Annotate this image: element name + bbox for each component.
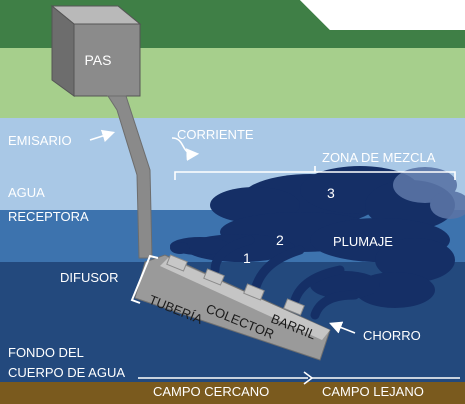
campo-cercano-label: CAMPO CERCANO	[153, 384, 269, 399]
receptora-label: RECEPTORA	[8, 209, 89, 224]
fondo-label: FONDO DEL	[8, 345, 84, 360]
chorro-label: CHORRO	[363, 328, 421, 343]
agua-label: AGUA	[8, 185, 45, 200]
white-corner	[300, 0, 465, 30]
chorro-arrow	[329, 321, 356, 334]
risers	[166, 254, 305, 316]
number-1: 1	[243, 250, 251, 266]
emisario-arrow	[89, 129, 116, 143]
number-2: 2	[276, 232, 284, 248]
zona-mezcla-bracket	[174, 166, 456, 180]
campo-tick	[303, 371, 314, 385]
zona-mezcla-label: ZONA DE MEZCLA	[322, 150, 436, 165]
plumaje-label: PLUMAJE	[333, 234, 393, 249]
plume-jets	[210, 235, 360, 320]
campo-lejano-label: CAMPO LEJANO	[322, 384, 424, 399]
difusor-bracket	[130, 254, 159, 304]
diffuser-pipe	[134, 254, 331, 361]
sediment-layer	[0, 382, 465, 404]
plume-cloud	[170, 166, 455, 308]
pas-label: PAS	[85, 52, 112, 68]
emisario-label: EMISARIO	[8, 133, 72, 148]
number-3: 3	[327, 185, 335, 201]
pas-box-front	[51, 4, 75, 97]
cuerpo-label: CUERPO DE AGUA	[8, 365, 125, 380]
corriente-label: CORRIENTE	[177, 127, 254, 142]
plume-trail	[393, 167, 465, 219]
corriente-arrow	[171, 137, 200, 161]
emisario-pipe	[107, 95, 153, 259]
diffuser-pipe-top	[160, 258, 330, 340]
difusor-label: DIFUSOR	[60, 270, 119, 285]
